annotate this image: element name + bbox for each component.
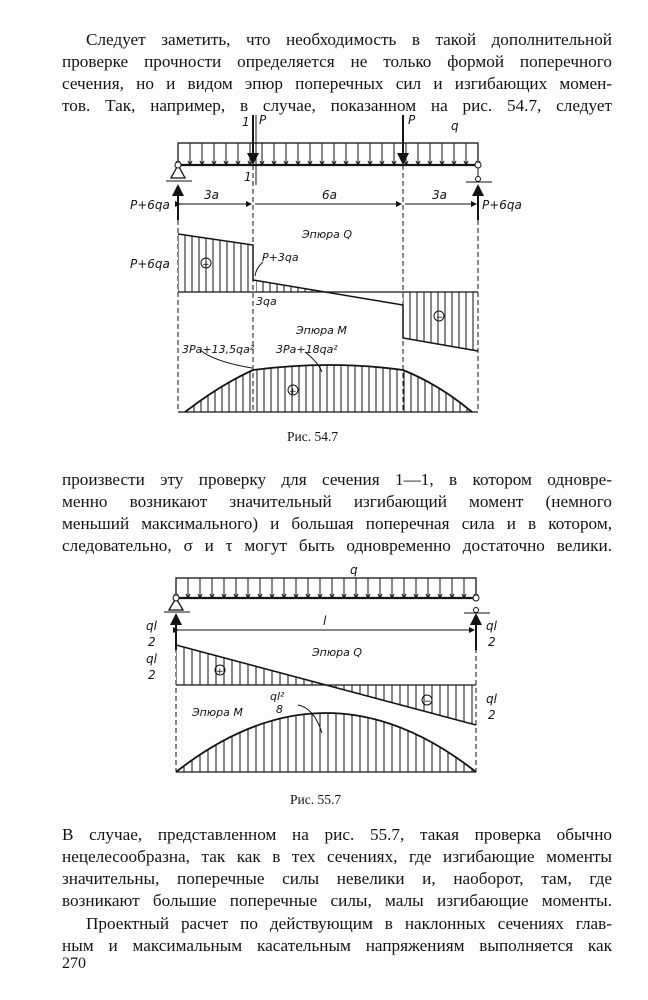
plus-sign: + <box>216 667 224 677</box>
minus-sign: − <box>436 313 444 323</box>
section-label: 1 <box>244 170 252 184</box>
load-label: q <box>350 563 358 577</box>
distributed-load <box>175 577 477 599</box>
text-line: следовательно, σ и τ могут быть одноврем… <box>62 536 612 555</box>
figure-55-7-labels: q ql 2 ql 2 ql 2 ql 2 l Эпюра Q Эпюра M … <box>146 563 498 807</box>
text-line: значительны, поперечные силы невелики и,… <box>62 869 612 888</box>
figure-54-7 <box>166 115 492 413</box>
text-line: сечения, но и видом эпюр поперечных сил … <box>62 74 612 93</box>
text-line: Проектный расчет по действующим в наклон… <box>86 914 612 933</box>
value-label: 2 <box>148 668 156 682</box>
value-label: P+3qa <box>262 251 299 264</box>
reaction-label: ql <box>486 619 498 633</box>
plus-sign: + <box>202 260 210 270</box>
load-label: q <box>451 119 459 133</box>
value-label: ql <box>146 652 158 666</box>
reaction-label: ql <box>146 619 158 633</box>
text-line: ным и максимальным касательным напряжени… <box>62 936 612 955</box>
span-label: 3a <box>204 188 219 202</box>
value-label: 2 <box>488 708 496 722</box>
figure-54-7-labels: 1 1 P P q P+6qa P+6qa 3a 6a 3a Эпюра Q P… <box>130 113 522 444</box>
moment-diagram-curve <box>175 712 477 773</box>
force-label: P <box>259 113 267 127</box>
value-label: ql <box>486 692 498 706</box>
diagram-title: Эпюра Q <box>311 646 362 659</box>
figure-55-7 <box>164 577 490 773</box>
value-label: 3qa <box>256 295 277 308</box>
pin-support-icon <box>166 161 192 182</box>
moment-diagram-curve <box>184 364 473 413</box>
page-number: 270 <box>62 955 86 972</box>
diagram-title: Эпюра Q <box>301 228 352 241</box>
value-label: ql² <box>270 690 285 703</box>
force-label: P <box>408 113 416 127</box>
text-line: возникают большие поперечные силы, малы … <box>62 891 612 910</box>
value-label: 3Pa+18qa² <box>276 343 338 356</box>
reaction-label: 2 <box>488 635 496 649</box>
figure-caption: Рис. 54.7 <box>287 429 338 444</box>
shear-diagram-line <box>177 233 479 352</box>
text-line: произвести эту проверку для сечения 1—1,… <box>62 470 612 489</box>
reaction-label: 2 <box>148 635 156 649</box>
text-line: менно возникают значительный изгибающий … <box>62 492 612 511</box>
roller-support-icon <box>464 594 490 614</box>
text-line: В случае, представленном на рис. 55.7, т… <box>62 825 612 844</box>
text-line: нецелесообразна, так как в тех сечениях,… <box>62 847 612 866</box>
text-line: тов. Так, например, в случае, показанном… <box>62 96 612 115</box>
minus-sign: − <box>424 697 432 707</box>
diagram-title: Эпюра M <box>295 324 347 337</box>
reaction-label: P+6qa <box>130 198 170 212</box>
span-label: 3a <box>432 188 447 202</box>
span-label: l <box>323 614 327 628</box>
distributed-load <box>177 142 479 166</box>
shear-diagram-line <box>175 644 477 726</box>
pin-support-icon <box>164 594 190 613</box>
reaction-label: P+6qa <box>482 198 522 212</box>
span-label: 6a <box>322 188 337 202</box>
roller-support-icon <box>466 161 492 183</box>
value-label: 8 <box>276 703 283 716</box>
text-line: проверке прочности определяется не тольк… <box>62 52 612 71</box>
plus-sign: + <box>289 387 297 397</box>
value-label: 3Pa+13,5qa² <box>182 343 255 356</box>
text-line: Следует заметить, что необходимость в та… <box>86 30 612 49</box>
diagram-title: Эпюра M <box>191 706 243 719</box>
text-line: меньший максимального) и большая попереч… <box>62 514 612 533</box>
figure-caption: Рис. 55.7 <box>290 792 341 807</box>
section-label: 1 <box>242 115 250 129</box>
value-label: P+6qa <box>130 257 170 271</box>
